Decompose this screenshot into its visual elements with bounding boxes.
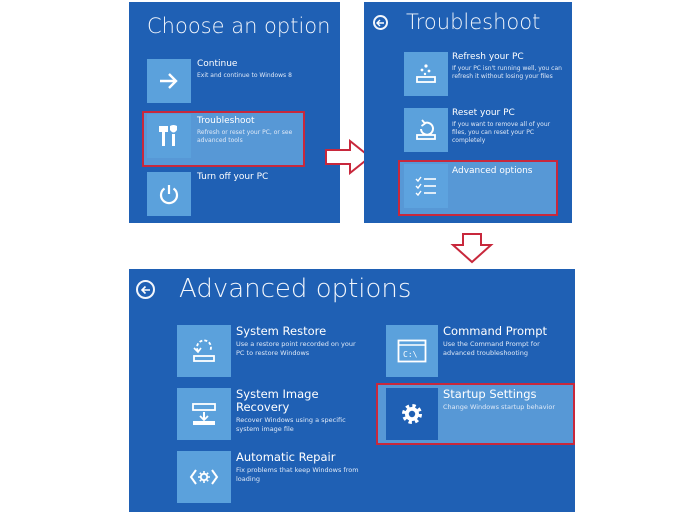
refresh-pc-option[interactable]: Refresh your PC If your PC isn't running… <box>404 52 564 98</box>
option-description: Exit and continue to Windows 8 <box>197 72 292 79</box>
option-description: Use a restore point recorded on your PC … <box>236 340 356 357</box>
arrow-down-icon <box>450 233 494 264</box>
option-title: Turn off your PC <box>197 172 269 182</box>
command-prompt-option[interactable]: C:\ Command Prompt Use the Command Promp… <box>386 325 571 377</box>
option-description: Fix problems that keep Windows from load… <box>236 466 359 483</box>
back-arrow-icon[interactable] <box>136 280 155 299</box>
command-prompt-icon: C:\ <box>386 325 438 377</box>
system-restore-option[interactable]: System Restore Use a restore point recor… <box>177 325 367 377</box>
option-description: Use the Command Prompt for advanced trou… <box>443 340 540 357</box>
gear-icon <box>386 388 438 440</box>
tools-icon <box>147 114 191 158</box>
option-title: Reset your PC <box>452 108 515 118</box>
option-title: Refresh your PC <box>452 52 524 62</box>
option-description: If your PC isn't running well, you can r… <box>452 65 562 81</box>
page-title: Troubleshoot <box>406 10 541 34</box>
system-image-recovery-option[interactable]: System Image Recovery Recover Windows us… <box>177 388 367 440</box>
checklist-icon <box>404 164 448 208</box>
refresh-pc-icon <box>404 52 448 96</box>
option-description: Change Windows startup behavior <box>443 403 556 411</box>
reset-pc-icon <box>404 108 448 152</box>
option-title: System Restore <box>236 324 327 338</box>
option-title: Troubleshoot <box>197 116 255 126</box>
option-title: Command Prompt <box>443 324 548 338</box>
option-title-line-1: System Image <box>236 387 319 401</box>
troubleshoot-option[interactable]: Troubleshoot Refresh or reset your PC, o… <box>147 114 303 164</box>
continue-option[interactable]: Continue Exit and continue to Windows 8 <box>147 59 323 105</box>
turn-off-pc-option[interactable]: Turn off your PC <box>147 172 323 218</box>
command-prompt-icon-text: C:\ <box>403 350 418 359</box>
option-description: If you want to remove all of your files,… <box>452 121 551 145</box>
power-icon <box>147 172 191 216</box>
option-title: Startup Settings <box>443 387 537 401</box>
startup-settings-option[interactable]: Startup Settings Change Windows startup … <box>386 388 571 440</box>
option-title: Advanced options <box>452 166 533 176</box>
arrow-right-icon <box>147 59 191 103</box>
choose-an-option-screen: Choose an option Continue Exit and conti… <box>129 2 340 223</box>
advanced-options-option[interactable]: Advanced options <box>404 164 554 212</box>
option-title: Automatic Repair <box>236 450 336 464</box>
option-title: Continue <box>197 59 238 69</box>
reset-pc-option[interactable]: Reset your PC If you want to remove all … <box>404 108 564 154</box>
automatic-repair-option[interactable]: Automatic Repair Fix problems that keep … <box>177 451 367 503</box>
system-image-icon <box>177 388 231 440</box>
troubleshoot-screen: Troubleshoot Refresh your PC If your PC … <box>364 2 572 223</box>
option-description: Recover Windows using a specific system … <box>236 416 346 433</box>
option-title-line-2: Recovery <box>236 400 290 414</box>
highlight-box <box>398 160 558 216</box>
automatic-repair-icon <box>177 451 231 503</box>
page-title: Choose an option <box>147 14 331 38</box>
highlight-box <box>376 383 575 445</box>
highlight-box <box>142 111 305 167</box>
arrow-right-icon <box>325 139 372 175</box>
back-arrow-icon[interactable] <box>373 15 388 30</box>
page-title: Advanced options <box>179 274 412 304</box>
option-description: Refresh or reset your PC, or see advance… <box>197 129 293 145</box>
advanced-options-screen: Advanced options System Restore Use a re… <box>129 269 575 512</box>
system-restore-icon <box>177 325 231 377</box>
